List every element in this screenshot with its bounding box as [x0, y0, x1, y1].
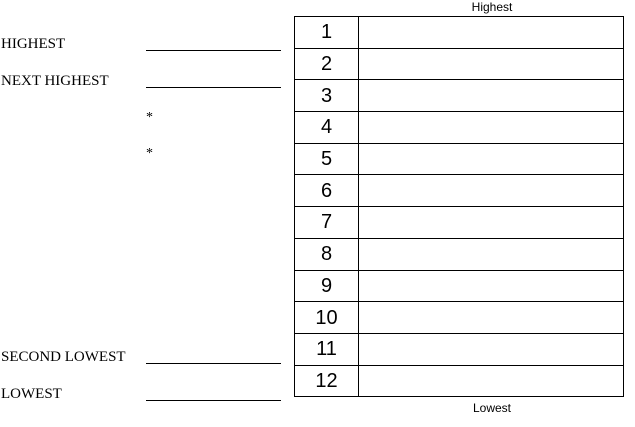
rank-number: 5 — [294, 142, 359, 176]
table-row: 11 — [294, 332, 624, 366]
rank-number: 8 — [294, 237, 359, 271]
answer-line-second-lowest[interactable] — [146, 363, 281, 364]
rank-entry-cell[interactable] — [358, 111, 624, 144]
table-row: 1 — [294, 16, 624, 49]
rank-number: 2 — [294, 47, 359, 81]
rank-entry-cell[interactable] — [358, 174, 624, 208]
table-row: 2 — [294, 47, 624, 81]
rank-number: 9 — [294, 269, 359, 303]
lowest-caption: Lowest — [472, 401, 512, 415]
rank-number: 1 — [294, 16, 359, 49]
rank-number: 6 — [294, 174, 359, 208]
table-row: 10 — [294, 301, 624, 334]
table-row: 5 — [294, 142, 624, 176]
rank-number: 4 — [294, 111, 359, 144]
label-next-highest: NEXT HIGHEST — [1, 73, 109, 89]
label-second-lowest: SECOND LOWEST — [1, 349, 126, 365]
table-row: 4 — [294, 111, 624, 144]
rank-number: 3 — [294, 79, 359, 113]
rank-entry-cell[interactable] — [358, 142, 624, 176]
table-row: 6 — [294, 174, 624, 208]
table-row: 3 — [294, 79, 624, 113]
rank-entry-cell[interactable] — [358, 206, 624, 239]
table-row: 8 — [294, 237, 624, 271]
answer-line-lowest[interactable] — [146, 400, 281, 401]
rank-entry-cell[interactable] — [358, 269, 624, 303]
rank-number: 11 — [294, 332, 359, 366]
answer-line-next-highest[interactable] — [146, 87, 281, 88]
highest-caption: Highest — [471, 0, 513, 14]
rank-number: 12 — [294, 364, 359, 398]
label-highest: HIGHEST — [1, 36, 66, 52]
asterisk-marker-2: * — [146, 146, 153, 161]
rank-entry-cell[interactable] — [358, 332, 624, 366]
rank-number: 10 — [294, 301, 359, 334]
rank-entry-cell[interactable] — [358, 47, 624, 81]
rank-entry-cell[interactable] — [358, 364, 624, 398]
rank-entry-cell[interactable] — [358, 79, 624, 113]
rank-entry-cell[interactable] — [358, 16, 624, 49]
ranking-table: 1 2 3 4 5 6 7 8 — [294, 16, 624, 398]
answer-line-highest[interactable] — [146, 50, 281, 51]
rank-entry-cell[interactable] — [358, 237, 624, 271]
asterisk-marker-1: * — [146, 110, 153, 125]
rank-entry-cell[interactable] — [358, 301, 624, 334]
table-row: 9 — [294, 269, 624, 303]
table-row: 7 — [294, 206, 624, 239]
table-row: 12 — [294, 364, 624, 398]
rank-number: 7 — [294, 206, 359, 239]
label-lowest: LOWEST — [1, 386, 62, 402]
